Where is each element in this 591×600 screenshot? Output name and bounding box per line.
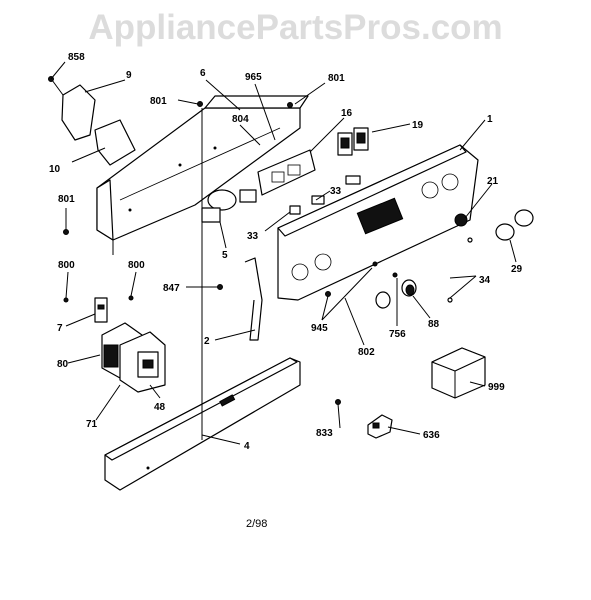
callout-801-b: 801 bbox=[328, 73, 345, 84]
callout-6: 6 bbox=[200, 68, 206, 79]
callout-756: 756 bbox=[389, 329, 406, 340]
callout-21: 21 bbox=[487, 176, 499, 187]
part-19-switches bbox=[337, 127, 369, 156]
callout-71: 71 bbox=[86, 419, 98, 430]
part-16-switch-block bbox=[257, 149, 316, 196]
part-1-control-panel bbox=[277, 144, 479, 301]
callout-5: 5 bbox=[222, 250, 228, 261]
callout-801-c: 801 bbox=[58, 194, 75, 205]
callout-29: 29 bbox=[511, 264, 523, 275]
callout-labels: 858 9 6 965 801 801 804 16 19 1 10 801 3… bbox=[49, 52, 523, 452]
part-636-clip bbox=[367, 414, 393, 439]
callout-80: 80 bbox=[57, 359, 69, 370]
part-999-box bbox=[431, 347, 486, 399]
date-code: 2/98 bbox=[246, 518, 268, 530]
callout-7: 7 bbox=[57, 323, 63, 334]
callout-801-a: 801 bbox=[150, 96, 167, 107]
callout-800-b: 800 bbox=[128, 260, 145, 271]
callout-88: 88 bbox=[428, 319, 440, 330]
callout-9: 9 bbox=[126, 70, 132, 81]
watermark: AppliancePartsPros.com bbox=[88, 8, 503, 47]
callout-965: 965 bbox=[245, 72, 262, 83]
leader-lines bbox=[50, 61, 517, 445]
callout-34: 34 bbox=[479, 275, 491, 286]
callout-16: 16 bbox=[341, 108, 353, 119]
callout-800-a: 800 bbox=[58, 260, 75, 271]
part-10-bracket bbox=[51, 79, 136, 166]
callout-19: 19 bbox=[412, 120, 424, 131]
part-7-bracket bbox=[94, 297, 108, 323]
callout-804: 804 bbox=[232, 114, 249, 125]
knobs bbox=[375, 209, 534, 309]
callout-33-a: 33 bbox=[330, 186, 342, 197]
callout-48: 48 bbox=[154, 402, 166, 413]
callout-847: 847 bbox=[163, 283, 180, 294]
callout-945: 945 bbox=[311, 323, 328, 334]
callout-1: 1 bbox=[487, 114, 493, 125]
callout-858: 858 bbox=[68, 52, 85, 63]
part-6-back-panel bbox=[96, 95, 309, 255]
callout-10: 10 bbox=[49, 164, 61, 175]
callout-4: 4 bbox=[244, 441, 250, 452]
part-80-component bbox=[101, 322, 166, 393]
callout-833: 833 bbox=[316, 428, 333, 439]
callout-999: 999 bbox=[488, 382, 505, 393]
callout-33-b: 33 bbox=[247, 231, 259, 242]
callout-2: 2 bbox=[204, 336, 210, 347]
callout-636: 636 bbox=[423, 430, 440, 441]
callout-802: 802 bbox=[358, 347, 375, 358]
part-2-bracket bbox=[244, 257, 263, 341]
part-5-clock bbox=[201, 175, 361, 223]
